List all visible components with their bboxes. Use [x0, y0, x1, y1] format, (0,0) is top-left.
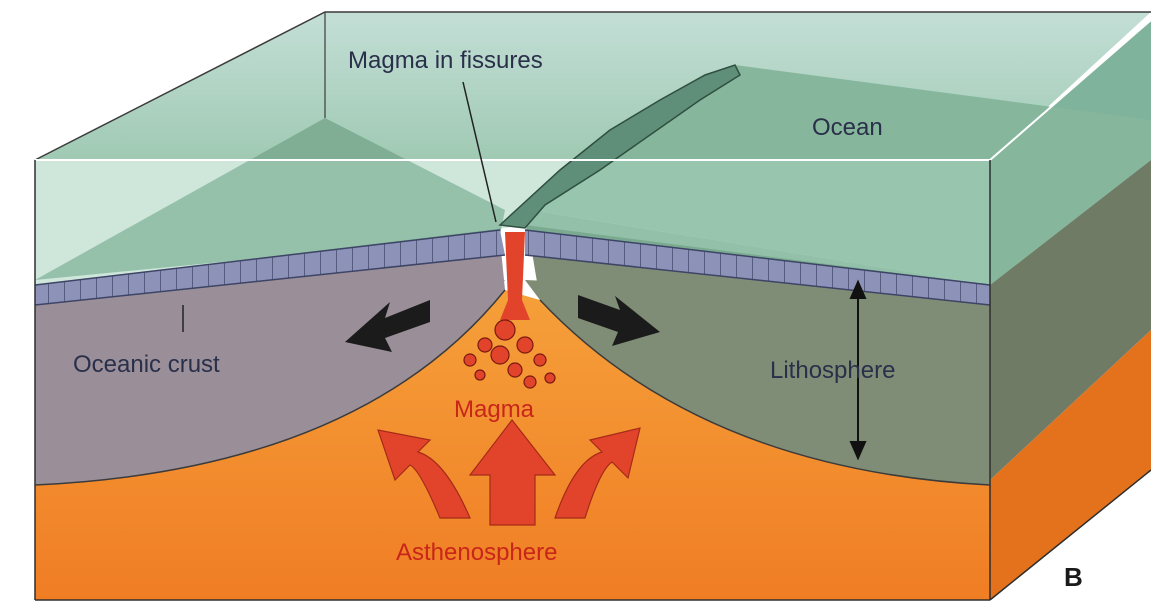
label-lithosphere: Lithosphere	[770, 357, 895, 384]
label-oceanic-crust: Oceanic crust	[73, 351, 220, 378]
label-figure-letter: B	[1064, 562, 1083, 592]
label-asthenosphere: Asthenosphere	[396, 539, 557, 566]
label-magma-in-fissures: Magma in fissures	[348, 47, 543, 74]
label-magma: Magma	[454, 396, 535, 423]
label-ocean: Ocean	[812, 114, 883, 141]
